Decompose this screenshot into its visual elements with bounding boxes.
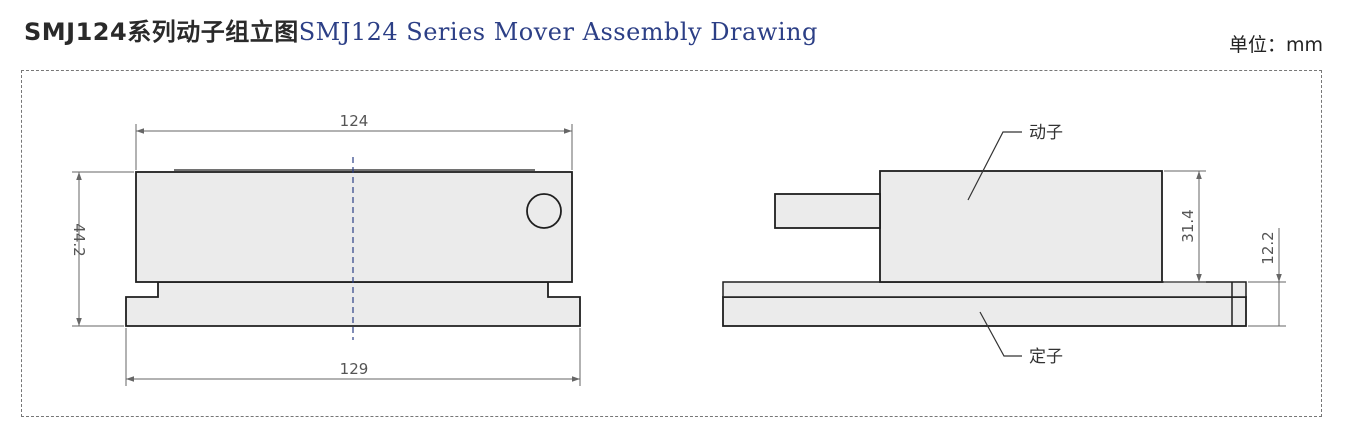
title-chinese: SMJ124系列动子组立图: [24, 18, 299, 46]
side-view: 31.4 12.2 动子 定子: [722, 123, 1286, 367]
dimension-129-label: 129: [340, 360, 369, 378]
front-mover-body: [135, 171, 573, 283]
front-stator-base: [125, 281, 581, 327]
side-stator-top-strip: [722, 281, 1247, 298]
drawing-frame: [21, 70, 1322, 417]
callout-mover: 动子: [967, 123, 1063, 201]
dimension-44-2: 44.2: [70, 171, 134, 327]
dimension-12-2-label: 12.2: [1259, 231, 1277, 264]
title-english: SMJ124 Series Mover Assembly Drawing: [298, 18, 818, 46]
dimension-124: 124: [135, 112, 573, 170]
callout-mover-label: 动子: [1029, 123, 1063, 143]
side-stator-rail: [722, 296, 1247, 327]
unit-label: 单位：mm: [1228, 34, 1323, 56]
front-view: 124 129 44.2: [70, 112, 581, 386]
drawing-title: SMJ124系列动子组立图SMJ124 Series Mover Assembl…: [24, 12, 818, 47]
dimension-31-4: 31.4: [1164, 170, 1206, 283]
dimension-129: 129: [125, 328, 581, 386]
dimension-12-2: 12.2: [1248, 228, 1286, 327]
callout-stator: 定子: [979, 311, 1063, 367]
side-mover-block: [879, 170, 1163, 283]
dimension-124-label: 124: [340, 112, 369, 130]
front-hole: [526, 193, 562, 229]
dimension-44-2-label: 44.2: [70, 223, 88, 256]
side-cable-stub: [774, 193, 881, 229]
dimension-31-4-label: 31.4: [1179, 209, 1197, 242]
callout-stator-label: 定子: [1029, 347, 1063, 367]
